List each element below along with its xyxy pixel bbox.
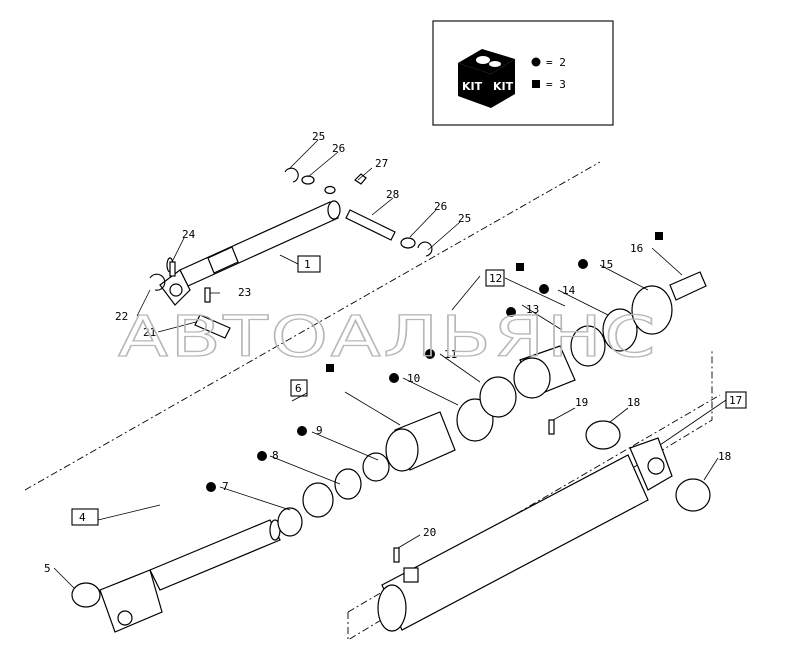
label-11: 11 [444,348,457,361]
snap-ring-25-bottom [417,241,433,257]
callout-box-17 [725,391,747,409]
grease-fitting-19 [548,419,555,435]
pin-28 [345,209,396,241]
callout-box-6 [290,379,308,397]
watermark-text: АВТОАЛЬЯНС [118,305,658,370]
pin-23 [204,287,211,303]
label-19: 19 [575,396,588,409]
pin-21 [194,314,231,339]
label-1: 1 [304,258,311,271]
seal-7 [277,507,303,537]
circle-marker-10 [389,373,399,383]
label-12: 12 [489,272,502,285]
label-17: 17 [729,394,742,407]
label-4: 4 [79,511,86,524]
circle-marker-11 [425,349,435,359]
label-13: 13 [526,303,539,316]
bushing-18-top [585,420,621,450]
leader-lines [53,139,727,589]
label-26-top: 26 [332,142,345,155]
label-25-top: 25 [312,130,325,143]
kit-text-right: KIT [493,80,514,93]
grease-fitting-24 [169,261,176,277]
circle-marker-9 [297,426,307,436]
seal-9b [362,452,390,482]
label-26-bottom: 26 [434,200,447,213]
label-22: 22 [115,310,128,323]
label-6: 6 [295,382,302,395]
square-legend-text: = 3 [546,78,566,91]
washer-26-bottom [400,237,416,249]
piston-rod-assembly [99,519,281,633]
circle-marker-7 [206,482,216,492]
square-marker-icon [532,80,540,88]
label-24: 24 [182,228,196,241]
circle-marker-13 [506,307,516,317]
kit-legend-box: KIT KIT = 2 = 3 [432,20,614,126]
circle-marker-15 [578,259,588,269]
grease-fitting-20 [393,547,400,563]
square-marker-12 [516,263,524,271]
bushing-5 [71,582,101,608]
upper-cylinder-assembly [159,200,341,306]
fitting-27 [324,185,336,195]
label-21: 21 [143,326,156,339]
seal-kit-row [277,271,707,537]
label-25-bottom: 25 [458,212,471,225]
grease-fitting-27 [354,173,367,185]
label-7: 7 [222,480,229,493]
label-8: 8 [272,449,279,462]
label-5: 5 [44,562,51,575]
seal-9 [334,468,362,500]
label-20: 20 [423,526,436,539]
snap-ring-22 [149,273,166,291]
callout-box-1 [297,255,321,273]
washer-26-top [301,175,315,185]
label-28: 28 [386,188,399,201]
callout-box-4 [71,508,99,526]
label-14: 14 [562,284,576,297]
barrel-assembly [377,437,673,632]
seal-14 [570,325,606,367]
snap-ring-25-top [284,167,299,183]
kit-text-left: KIT [462,80,483,93]
circle-legend-text: = 2 [546,56,566,69]
bushing-18-bottom [675,478,711,512]
square-marker-16 [655,232,663,240]
o-ring-11 [479,376,517,418]
divider-line [24,161,601,491]
label-18-bottom: 18 [718,450,731,463]
kit-box-icon: KIT KIT [458,49,515,108]
label-23: 23 [238,286,251,299]
square-marker-6 [326,364,334,372]
label-15: 15 [600,258,613,271]
nut-16 [669,271,707,301]
circle-marker-14 [539,284,549,294]
circle-marker-icon [531,57,541,67]
ring-15 [631,285,673,335]
circle-marker-8 [257,451,267,461]
label-27: 27 [375,157,388,170]
callout-box-12 [485,269,505,287]
ring-14b [602,308,638,352]
label-10: 10 [407,372,420,385]
label-16: 16 [630,242,643,255]
label-18-top: 18 [627,396,640,409]
bushing-8 [302,482,334,518]
label-9: 9 [316,424,323,437]
